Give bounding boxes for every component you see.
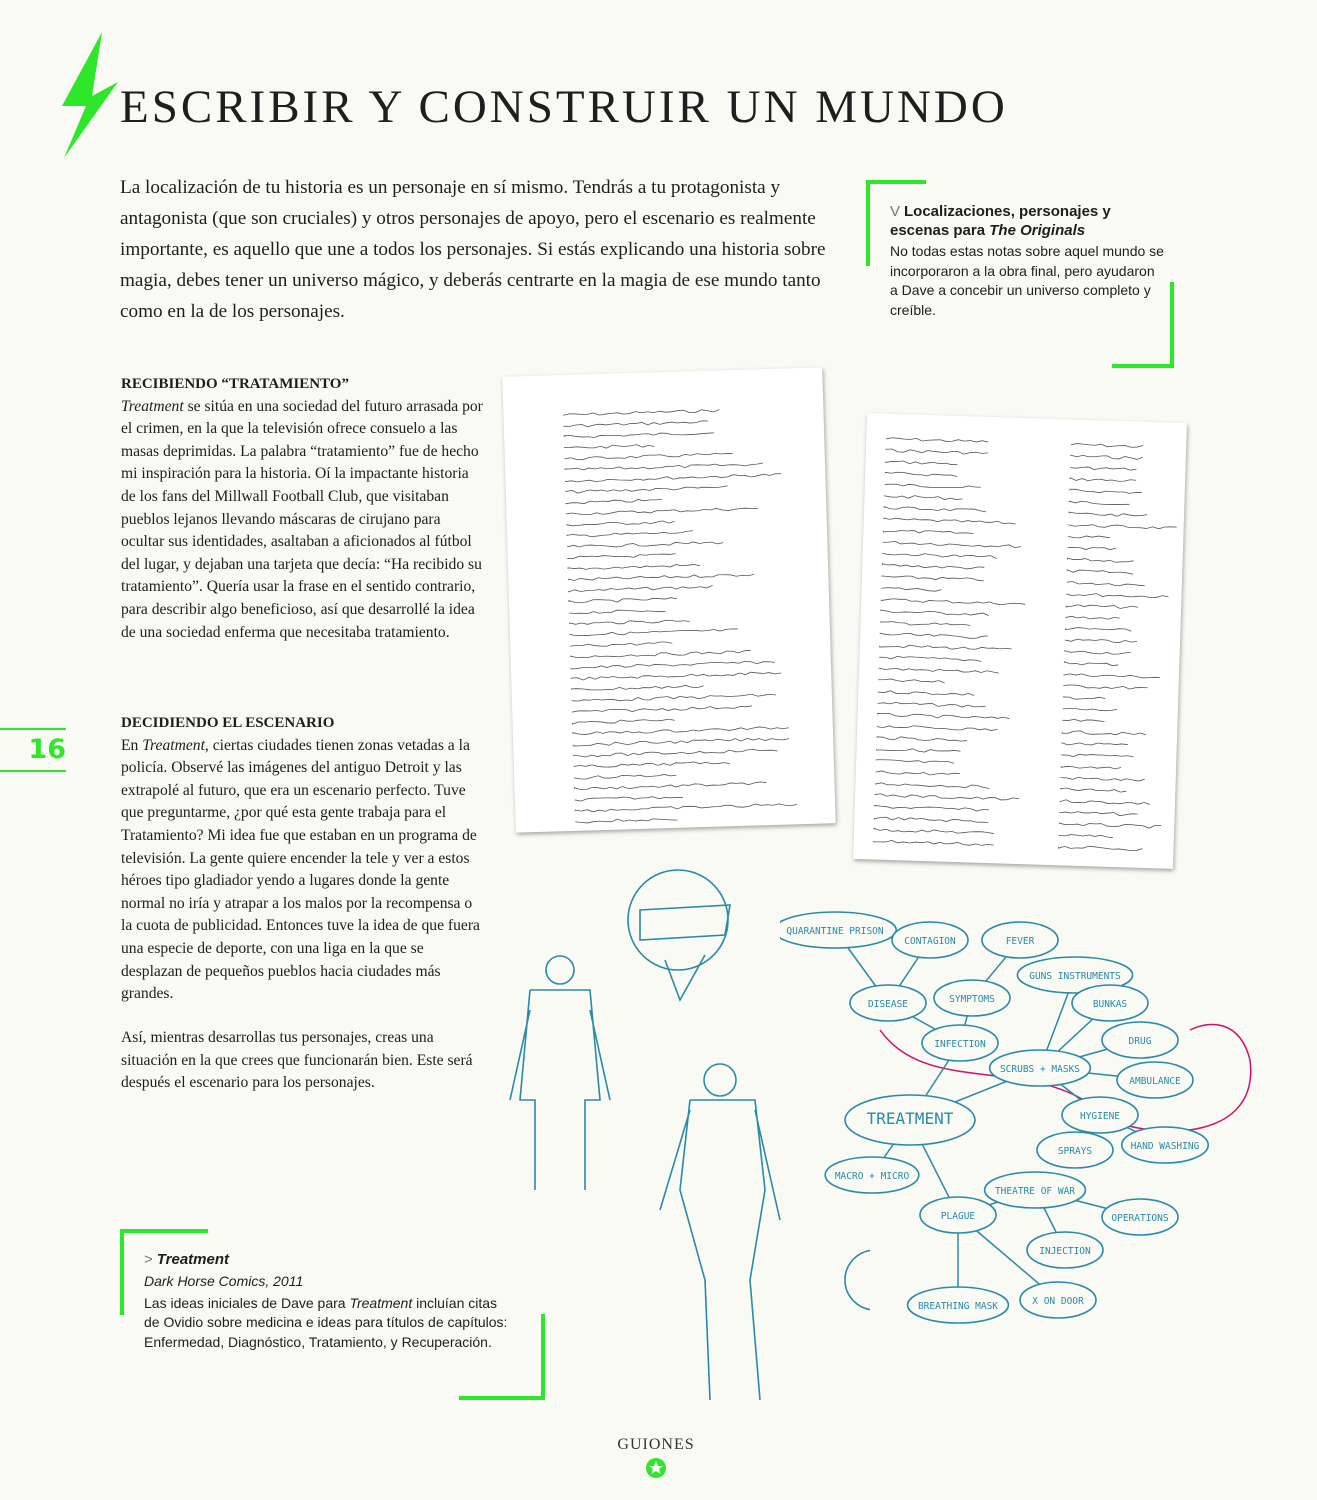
- mind-map-node: GUNS INSTRUMENTS: [1016, 956, 1134, 994]
- svg-text:DISEASE: DISEASE: [868, 999, 908, 1010]
- mind-map-node: BUNKAS: [1071, 984, 1149, 1022]
- svg-text:AMBULANCE: AMBULANCE: [1129, 1076, 1181, 1087]
- svg-text:X ON DOOR: X ON DOOR: [1032, 1296, 1084, 1307]
- mind-map-node: CONTAGION: [891, 921, 969, 959]
- mind-map-node: DISEASE: [849, 984, 927, 1022]
- svg-text:HAND WASHING: HAND WASHING: [1131, 1141, 1200, 1152]
- bracket-line: [120, 1229, 124, 1315]
- mind-map-node: HYGIENE: [1061, 1096, 1139, 1134]
- svg-text:SPRAYS: SPRAYS: [1058, 1146, 1093, 1157]
- svg-text:DRUG: DRUG: [1129, 1036, 1152, 1047]
- svg-text:CONTAGION: CONTAGION: [904, 936, 956, 947]
- mind-map-node: SPRAYS: [1036, 1131, 1114, 1169]
- section-escenario: DECIDIENDO EL ESCENARIO En Treatment, ci…: [121, 712, 486, 1006]
- svg-text:PLAGUE: PLAGUE: [941, 1211, 976, 1222]
- intro-paragraph: La localización de tu historia es un per…: [120, 177, 826, 322]
- mind-map-sketch: QUARANTINE PRISON CONTAGION FEVER GUNS INST…: [780, 911, 1252, 1324]
- svg-text:OPERATIONS: OPERATIONS: [1111, 1213, 1168, 1224]
- treatment-notes-sketch: [502, 367, 836, 833]
- svg-text:MACRO + MICRO: MACRO + MICRO: [835, 1171, 910, 1182]
- svg-text:INJECTION: INJECTION: [1039, 1246, 1091, 1257]
- svg-text:FEVER: FEVER: [1006, 936, 1035, 947]
- mind-map-node: MACRO + MICRO: [824, 1156, 920, 1194]
- svg-text:QUARANTINE PRISON: QUARANTINE PRISON: [786, 926, 884, 937]
- svg-text:INFECTION: INFECTION: [934, 1039, 986, 1050]
- mind-map-node: QUARANTINE PRISON: [780, 911, 897, 949]
- svg-text:GUNS INSTRUMENTS: GUNS INSTRUMENTS: [1029, 971, 1121, 982]
- svg-text:BUNKAS: BUNKAS: [1093, 999, 1128, 1010]
- section-body: Treatment se sitúa en una sociedad del f…: [121, 397, 483, 641]
- svg-text:SYMPTOMS: SYMPTOMS: [949, 994, 995, 1005]
- star-badge-icon: [646, 1458, 666, 1478]
- chevron-down-icon: V: [890, 203, 901, 220]
- bracket-line: [866, 180, 926, 184]
- caption-treatment: >Treatment Dark Horse Comics, 2011 Las i…: [144, 1251, 508, 1350]
- mind-map-node: DRUG: [1101, 1021, 1179, 1059]
- bracket-line: [120, 1229, 208, 1233]
- mind-map-node: X ON DOOR: [1019, 1281, 1097, 1319]
- lightning-bolt-icon: [62, 32, 118, 158]
- section-heading: RECIBIENDO “TRATAMIENTO”: [121, 376, 349, 392]
- svg-text:THEATRE OF WAR: THEATRE OF WAR: [995, 1186, 1075, 1197]
- mind-map-node: SYMPTOMS: [933, 979, 1011, 1017]
- bracket-line: [1170, 282, 1174, 368]
- bracket-line: [866, 180, 870, 266]
- section-recibiendo: RECIBIENDO “TRATAMIENTO” Treatment se si…: [121, 373, 486, 644]
- closing-paragraph: Así, mientras desarrollas tus personajes…: [121, 1029, 473, 1092]
- mind-map-node: INFECTION: [921, 1024, 999, 1062]
- mind-map-node: HAND WASHING: [1120, 1126, 1209, 1164]
- bracket-line: [459, 1396, 545, 1400]
- chevron-right-icon: >: [144, 1251, 153, 1268]
- section-body: En Treatment, ciertas ciudades tienen zo…: [121, 736, 480, 1003]
- page-number: 16: [0, 728, 66, 772]
- mind-map-node: SCRUBS + MASKS: [988, 1049, 1092, 1087]
- mind-map-node: PLAGUE: [919, 1196, 997, 1234]
- svg-text:HYGIENE: HYGIENE: [1080, 1111, 1120, 1122]
- mind-map-node: BREATHING MASK: [906, 1286, 1010, 1324]
- page-title: ESCRIBIR Y CONSTRUIR UN MUNDO: [120, 81, 1008, 133]
- mind-map-node: THEATRE OF WAR: [983, 1171, 1087, 1209]
- mind-map-node: AMBULANCE: [1116, 1061, 1194, 1099]
- svg-text:TREATMENT: TREATMENT: [867, 1109, 954, 1128]
- originals-notes-sketch: [853, 413, 1187, 869]
- section-heading: DECIDIENDO EL ESCENARIO: [121, 715, 335, 731]
- bracket-line: [1112, 364, 1174, 368]
- character-sketches: [509, 869, 870, 1401]
- footer-section-label: GUIONES: [617, 1436, 695, 1453]
- mind-map-node: OPERATIONS: [1101, 1198, 1179, 1236]
- bracket-line: [541, 1314, 545, 1400]
- svg-text:SCRUBS + MASKS: SCRUBS + MASKS: [1000, 1064, 1080, 1075]
- svg-text:BREATHING MASK: BREATHING MASK: [918, 1301, 998, 1312]
- mind-map-node: TREATMENT: [844, 1094, 976, 1146]
- mind-map-node: INJECTION: [1026, 1231, 1104, 1269]
- mind-map-node: FEVER: [981, 921, 1059, 959]
